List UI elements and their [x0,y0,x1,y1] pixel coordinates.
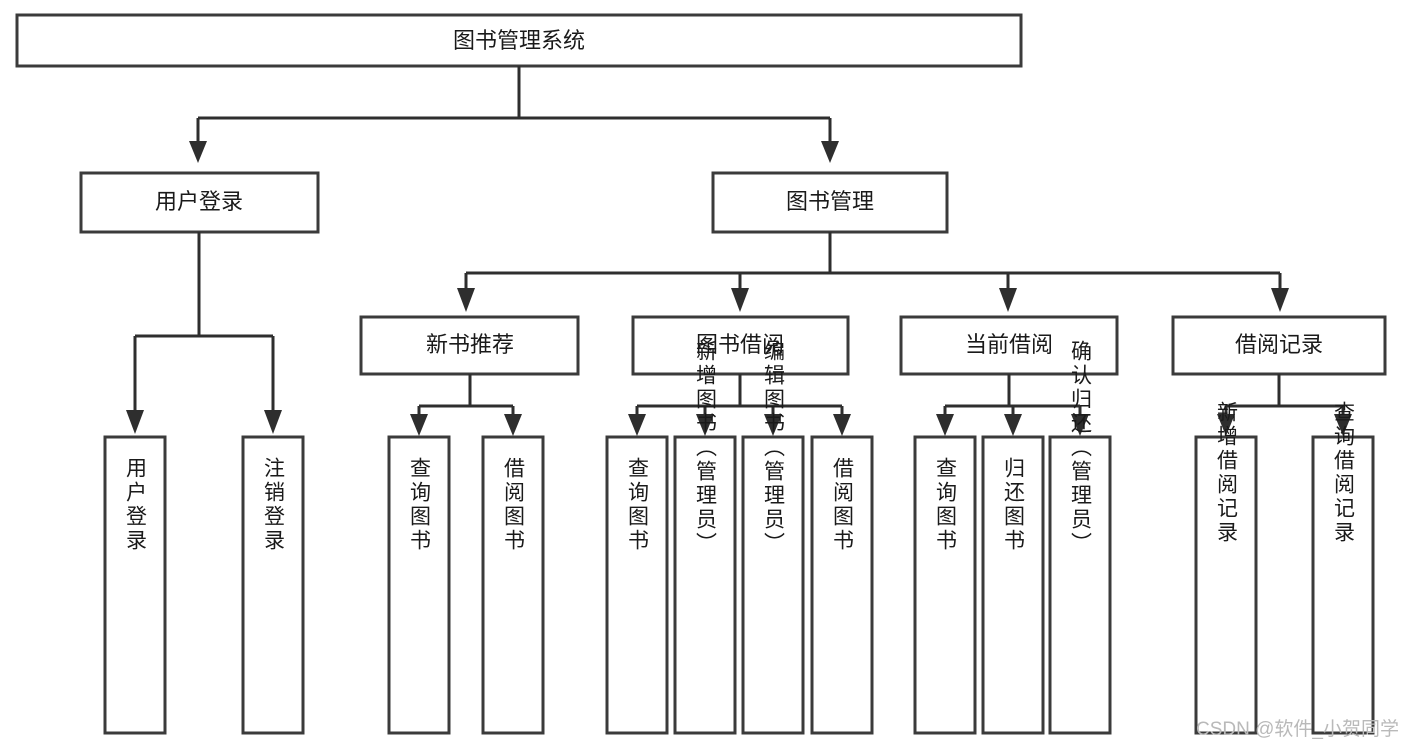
leaf-node-return-book[interactable]: 归还图书 [981,435,1045,735]
connector-book-borrow-to-leaves [628,374,851,436]
node-root[interactable]: 图书管理系统 [15,13,1023,68]
arrow-head-icon [833,414,851,436]
connector-current-borrow-to-leaves [936,374,1089,436]
arrow-head-icon [1004,414,1022,436]
connector-user-login-to-leaves [126,232,282,434]
leaf-node-edit-book[interactable]: 编辑图书（管理员） [741,340,805,735]
arrow-head-icon [764,414,782,436]
leaf-label: 查询图书 [408,457,432,553]
leaf-node-add-book[interactable]: 新增图书（管理员） [673,340,737,735]
arrow-head-icon [999,288,1017,312]
arrow-head-icon [457,288,475,312]
current-borrow-label: 当前借阅 [965,332,1053,357]
leaf-node-query-book-3[interactable]: 查询图书 [913,435,977,735]
arrow-head-icon [1334,414,1352,436]
arrow-head-icon [628,414,646,436]
leaf-box [673,435,737,735]
leaf-box [1311,435,1375,735]
book-borrow-label: 图书借阅 [696,332,784,357]
arrow-head-icon [189,141,207,163]
root-box [15,13,1023,68]
leaf-box [913,435,977,735]
leaf-label: 新增图书（管理员） [694,340,718,556]
connector-root-to-level1 [189,66,839,163]
new-book-recommend-label: 新书推荐 [426,332,514,357]
root-label: 图书管理系统 [453,28,585,53]
leaf-label: 用户登录 [124,457,148,553]
node-new-book-recommend[interactable]: 新书推荐 [359,315,580,376]
connector-new-book-recommend-to-leaves [410,374,522,436]
leaf-node-add-record[interactable]: 新增借阅记录 [1194,401,1258,735]
leaf-label: 借阅图书 [502,457,526,553]
leaf-label: 归还图书 [1002,457,1026,553]
leaf-node-query-book-2[interactable]: 查询图书 [605,435,669,735]
arrow-head-icon [410,414,428,436]
leaf-box [981,435,1045,735]
arrow-head-icon [696,414,714,436]
leaf-node-confirm-return[interactable]: 确认归还（管理员） [1048,340,1112,735]
leaf-box [481,435,545,735]
user-login-label: 用户登录 [155,189,243,214]
arrow-head-icon [1217,414,1235,436]
leaf-box [103,435,167,735]
leaf-label: 查询图书 [626,457,650,553]
leaf-node-borrow-book-2[interactable]: 借阅图书 [810,435,874,735]
node-book-management[interactable]: 图书管理 [711,171,949,234]
book-management-label: 图书管理 [786,189,874,214]
borrow-record-box [1171,315,1387,376]
leaf-label: 注销登录 [262,457,286,553]
arrow-head-icon [126,410,144,434]
leaf-node-borrow-book-1[interactable]: 借阅图书 [481,435,545,735]
node-user-login[interactable]: 用户登录 [79,171,320,234]
leaf-box [810,435,874,735]
arrow-head-icon [1271,288,1289,312]
user-login-box [79,171,320,234]
leaf-box [741,435,805,735]
arrow-head-icon [504,414,522,436]
borrow-record-label: 借阅记录 [1235,332,1323,357]
leaf-node-query-book-1[interactable]: 查询图书 [387,435,451,735]
leaf-label: 查询图书 [934,457,958,553]
leaf-box [1048,435,1112,735]
leaf-node-query-record[interactable]: 查询借阅记录 [1311,401,1375,735]
leaf-label: 查询借阅记录 [1332,401,1356,545]
arrow-head-icon [936,414,954,436]
leaf-box [605,435,669,735]
leaf-box [241,435,305,735]
arrow-head-icon [1071,414,1089,436]
arrow-head-icon [731,288,749,312]
watermark: CSDN @软件_小贺同学 [1196,718,1399,740]
leaf-box [387,435,451,735]
node-borrow-record[interactable]: 借阅记录 [1171,315,1387,376]
leaf-node-logout-login[interactable]: 注销登录 [241,435,305,735]
leaf-label: 编辑图书（管理员） [762,340,786,556]
arrow-head-icon [821,141,839,163]
leaf-box [1194,435,1258,735]
arrow-head-icon [264,410,282,434]
leaf-label: 确认归还（管理员） [1069,340,1093,556]
connector-borrow-record-to-leaves [1217,374,1352,436]
leaf-label: 借阅图书 [831,457,855,553]
connector-book-management-to-level2 [457,232,1289,312]
leaf-node-user-login[interactable]: 用户登录 [103,435,167,735]
leaf-label: 新增借阅记录 [1215,401,1239,545]
new-book-recommend-box [359,315,580,376]
node-book-borrow[interactable]: 图书借阅 [631,315,850,376]
